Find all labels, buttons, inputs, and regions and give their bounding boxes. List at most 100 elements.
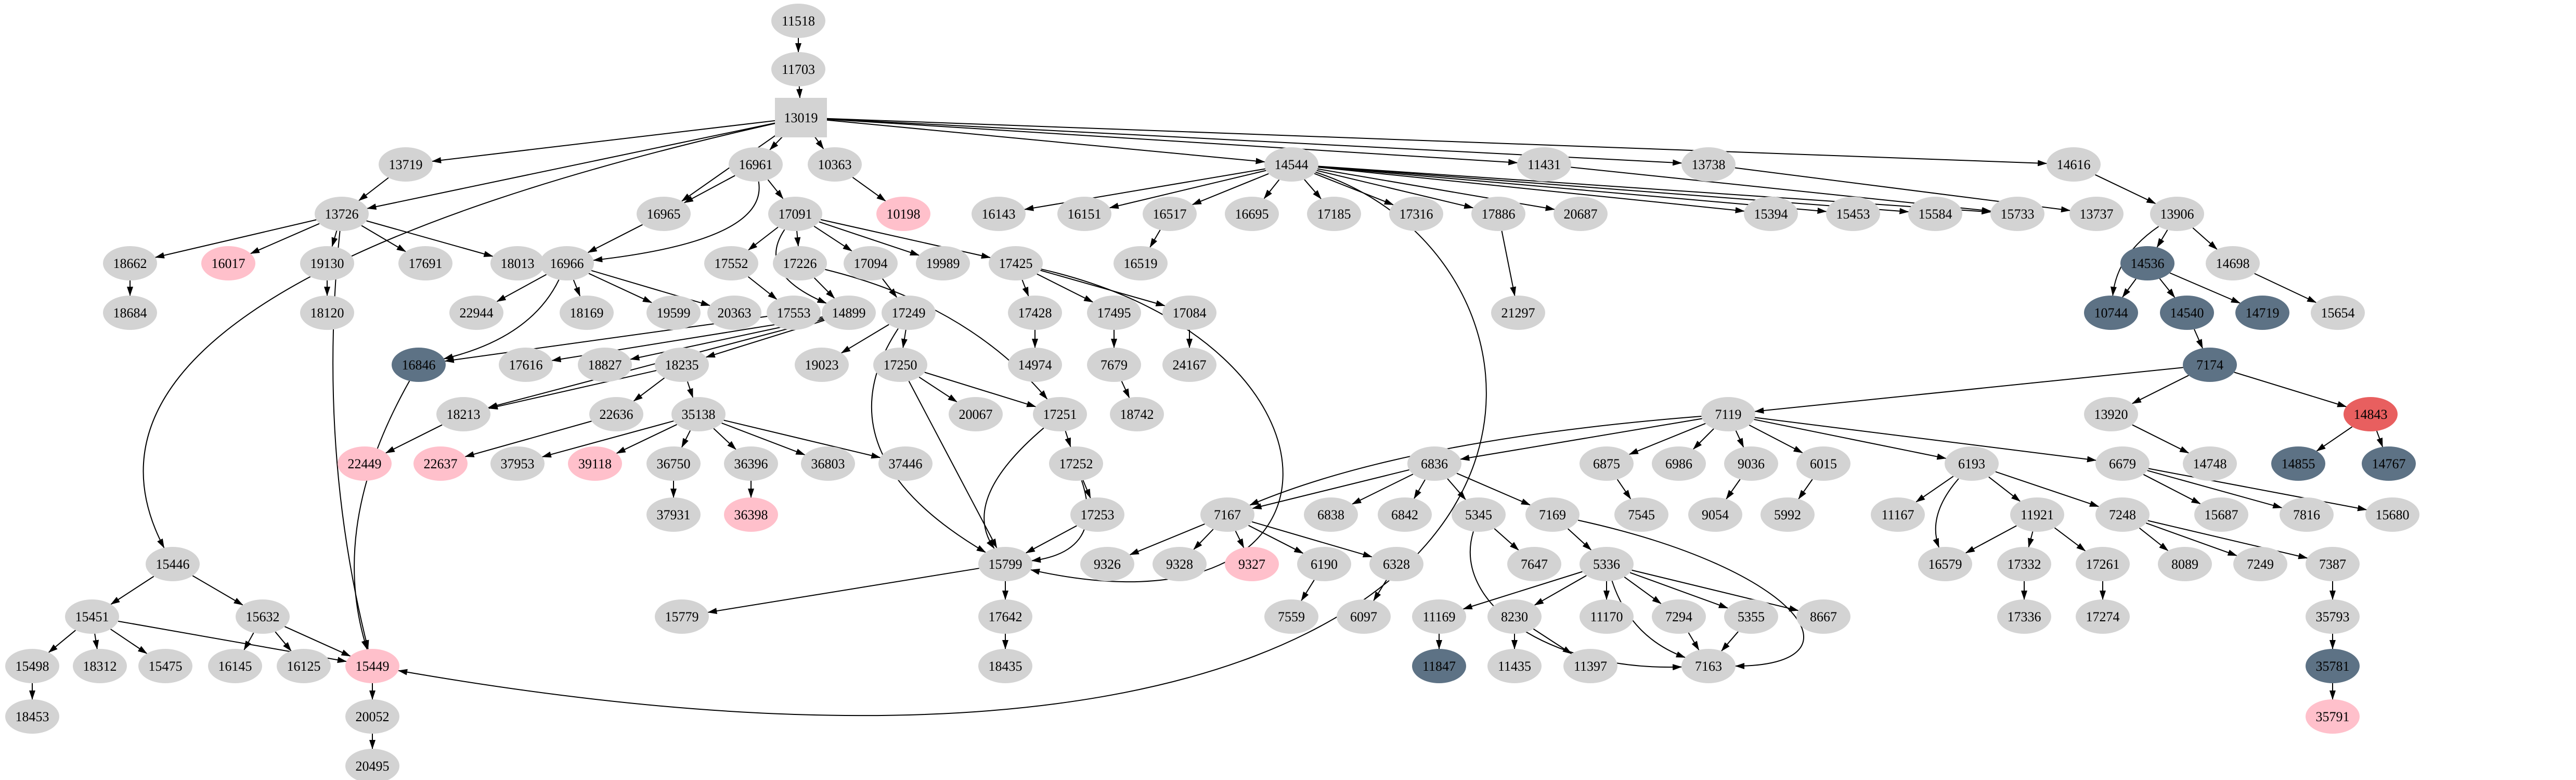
graph-node-35781[interactable]: 35781 bbox=[2306, 649, 2360, 683]
graph-node-17553[interactable]: 17553 bbox=[767, 296, 821, 330]
graph-node-5992[interactable]: 5992 bbox=[1761, 497, 1815, 532]
graph-node-11167[interactable]: 11167 bbox=[1871, 497, 1925, 532]
graph-node-18213[interactable]: 18213 bbox=[436, 397, 490, 431]
graph-node-14536[interactable]: 14536 bbox=[2120, 246, 2174, 280]
graph-node-17249[interactable]: 17249 bbox=[882, 296, 936, 330]
graph-node-37446[interactable]: 37446 bbox=[878, 446, 933, 481]
graph-node-5336[interactable]: 5336 bbox=[1580, 547, 1634, 581]
graph-node-7559[interactable]: 7559 bbox=[1264, 599, 1318, 634]
graph-node-7647[interactable]: 7647 bbox=[1507, 547, 1561, 581]
graph-node-17316[interactable]: 17316 bbox=[1389, 197, 1443, 231]
graph-node-14974[interactable]: 14974 bbox=[1008, 348, 1062, 382]
graph-node-20363[interactable]: 20363 bbox=[707, 296, 761, 330]
graph-node-22449[interactable]: 22449 bbox=[338, 446, 392, 481]
graph-node-35138[interactable]: 35138 bbox=[671, 397, 726, 431]
graph-node-11397[interactable]: 11397 bbox=[1563, 649, 1617, 683]
graph-node-6679[interactable]: 6679 bbox=[2095, 446, 2150, 481]
graph-node-11518[interactable]: 11518 bbox=[771, 4, 825, 38]
graph-node-20052[interactable]: 20052 bbox=[345, 699, 399, 734]
graph-node-7163[interactable]: 7163 bbox=[1681, 649, 1736, 683]
graph-node-37953[interactable]: 37953 bbox=[490, 446, 545, 481]
graph-node-15632[interactable]: 15632 bbox=[236, 599, 290, 634]
graph-node-6842[interactable]: 6842 bbox=[1378, 497, 1432, 532]
graph-node-16151[interactable]: 16151 bbox=[1057, 197, 1111, 231]
graph-node-16519[interactable]: 16519 bbox=[1114, 246, 1168, 280]
graph-node-17552[interactable]: 17552 bbox=[704, 246, 758, 280]
graph-node-7387[interactable]: 7387 bbox=[2306, 547, 2360, 581]
graph-node-13019[interactable]: 13019 bbox=[775, 98, 827, 137]
graph-node-21297[interactable]: 21297 bbox=[1491, 296, 1545, 330]
graph-node-17332[interactable]: 17332 bbox=[1997, 547, 2051, 581]
graph-node-22944[interactable]: 22944 bbox=[449, 296, 503, 330]
graph-node-15449[interactable]: 15449 bbox=[345, 649, 399, 683]
graph-node-7545[interactable]: 7545 bbox=[1614, 497, 1668, 532]
graph-node-18453[interactable]: 18453 bbox=[5, 699, 59, 734]
graph-node-13738[interactable]: 13738 bbox=[1681, 147, 1736, 182]
graph-node-17084[interactable]: 17084 bbox=[1162, 296, 1216, 330]
graph-node-11169[interactable]: 11169 bbox=[1412, 599, 1466, 634]
graph-node-16961[interactable]: 16961 bbox=[729, 147, 783, 182]
graph-node-15799[interactable]: 15799 bbox=[978, 547, 1032, 581]
graph-node-7169[interactable]: 7169 bbox=[1525, 497, 1580, 532]
graph-node-10198[interactable]: 10198 bbox=[876, 197, 930, 231]
graph-node-14540[interactable]: 14540 bbox=[2160, 296, 2214, 330]
graph-node-35791[interactable]: 35791 bbox=[2306, 699, 2360, 734]
graph-node-17336[interactable]: 17336 bbox=[1997, 599, 2051, 634]
graph-node-5345[interactable]: 5345 bbox=[1452, 497, 1506, 532]
graph-node-18827[interactable]: 18827 bbox=[578, 348, 632, 382]
graph-node-14719[interactable]: 14719 bbox=[2235, 296, 2289, 330]
graph-node-7167[interactable]: 7167 bbox=[1200, 497, 1254, 532]
graph-node-35793[interactable]: 35793 bbox=[2306, 599, 2360, 634]
graph-node-15498[interactable]: 15498 bbox=[5, 649, 59, 683]
graph-node-17091[interactable]: 17091 bbox=[768, 197, 822, 231]
graph-node-6875[interactable]: 6875 bbox=[1580, 446, 1634, 481]
graph-node-6015[interactable]: 6015 bbox=[1796, 446, 1850, 481]
graph-node-17428[interactable]: 17428 bbox=[1008, 296, 1062, 330]
graph-node-20687[interactable]: 20687 bbox=[1554, 197, 1608, 231]
graph-node-17425[interactable]: 17425 bbox=[989, 246, 1043, 280]
graph-node-17251[interactable]: 17251 bbox=[1033, 397, 1087, 431]
graph-node-14544[interactable]: 14544 bbox=[1264, 147, 1318, 182]
graph-node-24167[interactable]: 24167 bbox=[1162, 348, 1216, 382]
graph-node-14748[interactable]: 14748 bbox=[2183, 446, 2237, 481]
graph-node-11170[interactable]: 11170 bbox=[1580, 599, 1634, 634]
graph-node-6838[interactable]: 6838 bbox=[1304, 497, 1358, 532]
graph-node-6097[interactable]: 6097 bbox=[1337, 599, 1391, 634]
graph-node-18435[interactable]: 18435 bbox=[978, 649, 1032, 683]
graph-node-7119[interactable]: 7119 bbox=[1701, 397, 1755, 431]
graph-node-15779[interactable]: 15779 bbox=[655, 599, 709, 634]
graph-node-13920[interactable]: 13920 bbox=[2084, 397, 2138, 431]
graph-node-11703[interactable]: 11703 bbox=[771, 52, 825, 86]
graph-node-22637[interactable]: 22637 bbox=[413, 446, 468, 481]
graph-node-7249[interactable]: 7249 bbox=[2233, 547, 2287, 581]
graph-node-15584[interactable]: 15584 bbox=[1908, 197, 1962, 231]
graph-node-17616[interactable]: 17616 bbox=[499, 348, 553, 382]
graph-node-17094[interactable]: 17094 bbox=[844, 246, 898, 280]
graph-node-17253[interactable]: 17253 bbox=[1070, 497, 1124, 532]
graph-node-9328[interactable]: 9328 bbox=[1153, 547, 1207, 581]
graph-node-11435[interactable]: 11435 bbox=[1487, 649, 1542, 683]
graph-node-16966[interactable]: 16966 bbox=[540, 246, 594, 280]
graph-node-15453[interactable]: 15453 bbox=[1826, 197, 1880, 231]
graph-node-18013[interactable]: 18013 bbox=[490, 246, 545, 280]
graph-node-14698[interactable]: 14698 bbox=[2206, 246, 2260, 280]
graph-node-17185[interactable]: 17185 bbox=[1307, 197, 1361, 231]
graph-node-17886[interactable]: 17886 bbox=[1471, 197, 1525, 231]
graph-node-16695[interactable]: 16695 bbox=[1225, 197, 1279, 231]
graph-node-16125[interactable]: 16125 bbox=[277, 649, 331, 683]
graph-node-13719[interactable]: 13719 bbox=[379, 147, 433, 182]
graph-node-16143[interactable]: 16143 bbox=[972, 197, 1026, 231]
graph-node-7679[interactable]: 7679 bbox=[1087, 348, 1141, 382]
graph-node-15446[interactable]: 15446 bbox=[146, 547, 200, 581]
graph-node-6986[interactable]: 6986 bbox=[1652, 446, 1706, 481]
graph-node-16579[interactable]: 16579 bbox=[1918, 547, 1972, 581]
graph-node-15654[interactable]: 15654 bbox=[2311, 296, 2365, 330]
graph-node-16517[interactable]: 16517 bbox=[1143, 197, 1197, 231]
graph-node-17261[interactable]: 17261 bbox=[2076, 547, 2130, 581]
graph-node-8230[interactable]: 8230 bbox=[1487, 599, 1542, 634]
graph-node-18684[interactable]: 18684 bbox=[103, 296, 157, 330]
graph-node-6193[interactable]: 6193 bbox=[1945, 446, 1999, 481]
graph-node-16846[interactable]: 16846 bbox=[392, 348, 446, 382]
graph-node-9036[interactable]: 9036 bbox=[1724, 446, 1778, 481]
graph-node-17226[interactable]: 17226 bbox=[773, 246, 827, 280]
